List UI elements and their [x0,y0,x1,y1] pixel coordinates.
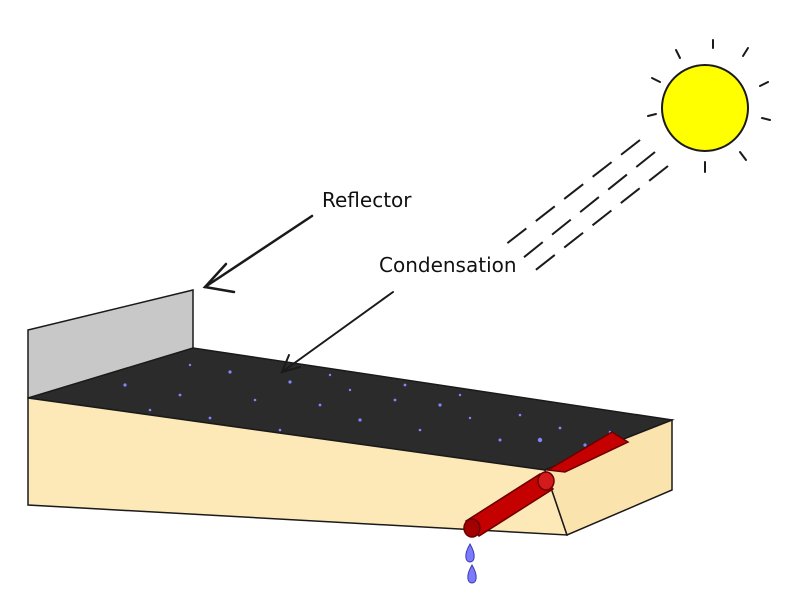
sun-icon [647,39,771,173]
reflector-label: Reflector [322,188,412,212]
condensation-droplets [123,363,612,447]
still-box-side [544,418,673,537]
reflector-annotation: Reflector [202,188,412,294]
condensation-label: Condensation [379,253,517,277]
collection-trough [545,431,630,473]
water-droplet-icon [465,543,477,584]
outlet-pipe [463,471,555,538]
reflector-arrow [202,214,314,294]
sun-rays [647,39,771,173]
condensation-arrow [280,291,394,374]
condensation-annotation: Condensation [280,253,517,374]
sunlight-beams [504,139,669,277]
